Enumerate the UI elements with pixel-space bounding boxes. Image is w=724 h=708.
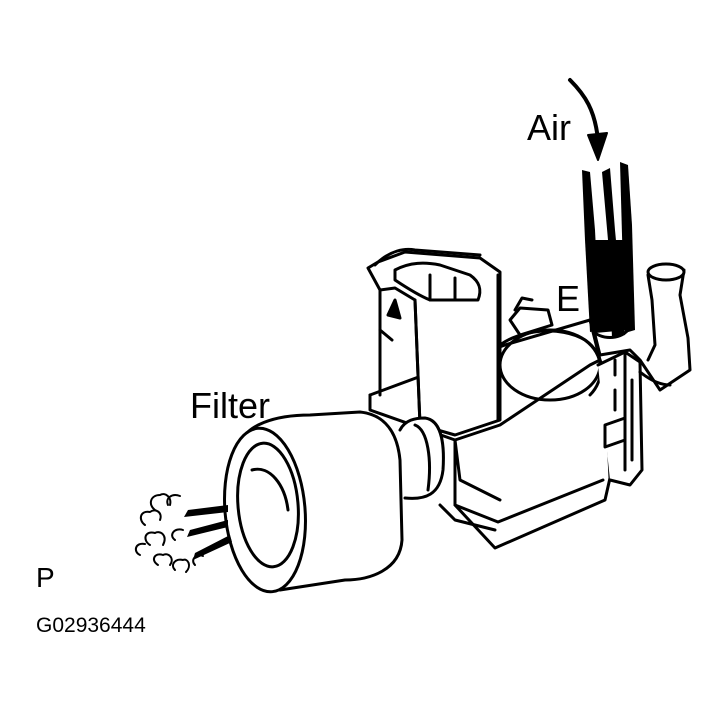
filter-cylinder bbox=[223, 410, 404, 594]
label-air: Air bbox=[527, 107, 571, 148]
filter-neck bbox=[398, 416, 445, 500]
air-intake-stream bbox=[582, 162, 635, 338]
label-filter: Filter bbox=[190, 385, 270, 426]
label-p: P bbox=[36, 562, 55, 593]
hose-end bbox=[590, 328, 630, 339]
solenoid-coil bbox=[498, 328, 603, 402]
mounting-bracket bbox=[596, 350, 644, 487]
air-exhaust-puffs bbox=[134, 493, 204, 573]
label-e: E bbox=[556, 278, 581, 319]
exhaust-arrows bbox=[184, 505, 232, 560]
mounting-clip bbox=[508, 296, 554, 337]
figure-code: G02936444 bbox=[36, 614, 146, 637]
port-e bbox=[593, 262, 692, 392]
air-arrow bbox=[568, 78, 608, 161]
electrical-connector bbox=[366, 247, 502, 437]
